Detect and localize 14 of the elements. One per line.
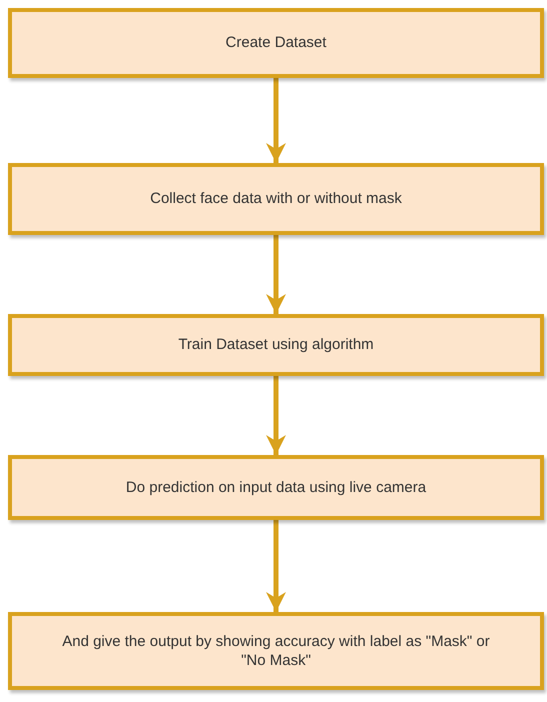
step-text: And give the output by showing accuracy with label as "Mask" or "No Mask": [62, 632, 490, 670]
step-text: Create Dataset: [226, 33, 326, 53]
process-box: [8, 455, 544, 520]
process-box: [8, 314, 544, 376]
process-box: [8, 8, 544, 78]
arrow: [266, 520, 286, 612]
arrow: [266, 78, 286, 163]
step-text: Collect face data with or without mask: [150, 189, 402, 209]
process-box: [8, 612, 544, 690]
arrow: [266, 376, 286, 455]
step-text: Train Dataset using algorithm: [178, 335, 374, 355]
step-text: Do prediction on input data using live camera: [126, 478, 426, 498]
arrow: [266, 235, 286, 314]
process-box: [8, 163, 544, 235]
